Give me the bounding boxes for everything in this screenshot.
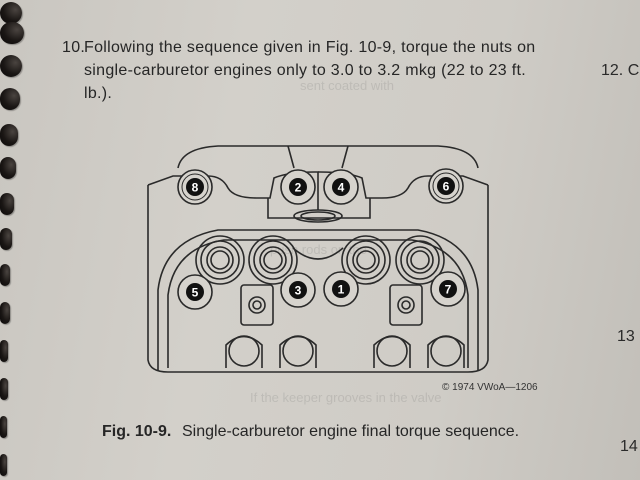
cylinder-head-diagram: 8 2 4 6 5 3 1 7 bbox=[147, 145, 489, 373]
svg-text:6: 6 bbox=[443, 180, 450, 194]
spiral-binding bbox=[0, 0, 28, 480]
bolt-1: 1 bbox=[323, 271, 359, 307]
svg-text:3: 3 bbox=[295, 284, 302, 298]
step-12-fragment: 12. C bbox=[601, 62, 640, 79]
figure-caption: Fig. 10-9. Single-carburetor engine fina… bbox=[102, 421, 552, 443]
step-text: Following the sequence given in Fig. 10-… bbox=[84, 39, 536, 102]
figure-label: Fig. 10-9. bbox=[102, 423, 172, 440]
svg-text:2: 2 bbox=[295, 181, 302, 195]
bolt-3: 3 bbox=[280, 272, 316, 308]
figure-copyright: © 1974 VWoA—1206 bbox=[442, 382, 538, 393]
svg-text:4: 4 bbox=[338, 181, 345, 195]
svg-text:7: 7 bbox=[445, 283, 452, 297]
figure-caption-text: Single-carburetor engine final torque se… bbox=[182, 423, 520, 440]
step-number: 10. bbox=[62, 39, 86, 56]
torque-sequence-bolts: 8 2 4 6 5 3 1 7 bbox=[177, 168, 466, 310]
step-14-fragment: 14 bbox=[620, 438, 638, 455]
bolt-5: 5 bbox=[177, 274, 213, 310]
svg-text:1: 1 bbox=[338, 283, 345, 297]
bolt-7: 7 bbox=[430, 271, 466, 307]
bolt-4: 4 bbox=[323, 169, 359, 205]
bolt-8: 8 bbox=[177, 169, 213, 205]
bolt-2: 2 bbox=[280, 169, 316, 205]
bolt-6: 6 bbox=[428, 168, 464, 204]
svg-text:8: 8 bbox=[192, 181, 199, 195]
step-13-fragment: 13 bbox=[617, 328, 635, 345]
step-10: 10. Following the sequence given in Fig.… bbox=[62, 36, 542, 105]
svg-text:5: 5 bbox=[192, 286, 199, 300]
